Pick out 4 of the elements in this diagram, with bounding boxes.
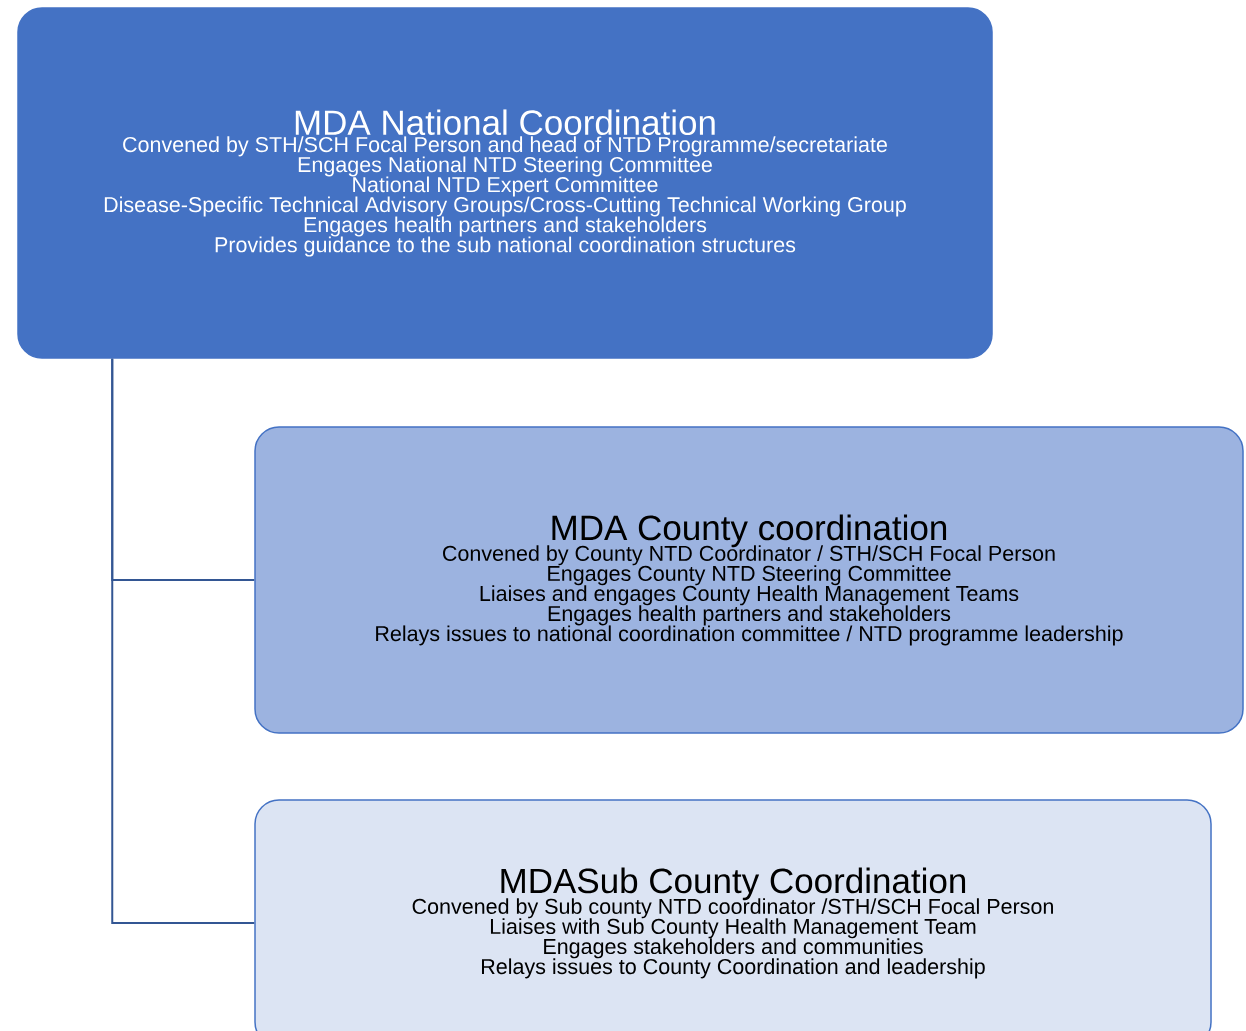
- connector-line: [111, 357, 256, 924]
- coordination-box: MDA National Coordination Convened by STH/SCH Focal Person and head of NTD Programme/secretariate Engages National NTD Steering Committee National NTD Expert Committee Disease-Specific Technical Advisory Groups/Cross-Cutting Technical Working Group Engages health partners and stakeholders Provides guidance to the sub national coordination structures: [17, 7, 993, 359]
- coordination-box: MDASub County Coordination Convened by Sub county NTD coordinator /STH/SCH Focal Person Liaises with Sub County Health Management Team Engages stakeholders and communities Relays issues to County Coordination and leadership: [254, 799, 1212, 1031]
- coordination-box: MDA County coordination Convened by County NTD Coordinator / STH/SCH Focal Person Engages County NTD Steering Committee Liaises and engages County Health Management Teams Engages health partners and stakeholders Relays issues to national coordination committee / NTD programme leadership: [254, 426, 1244, 734]
